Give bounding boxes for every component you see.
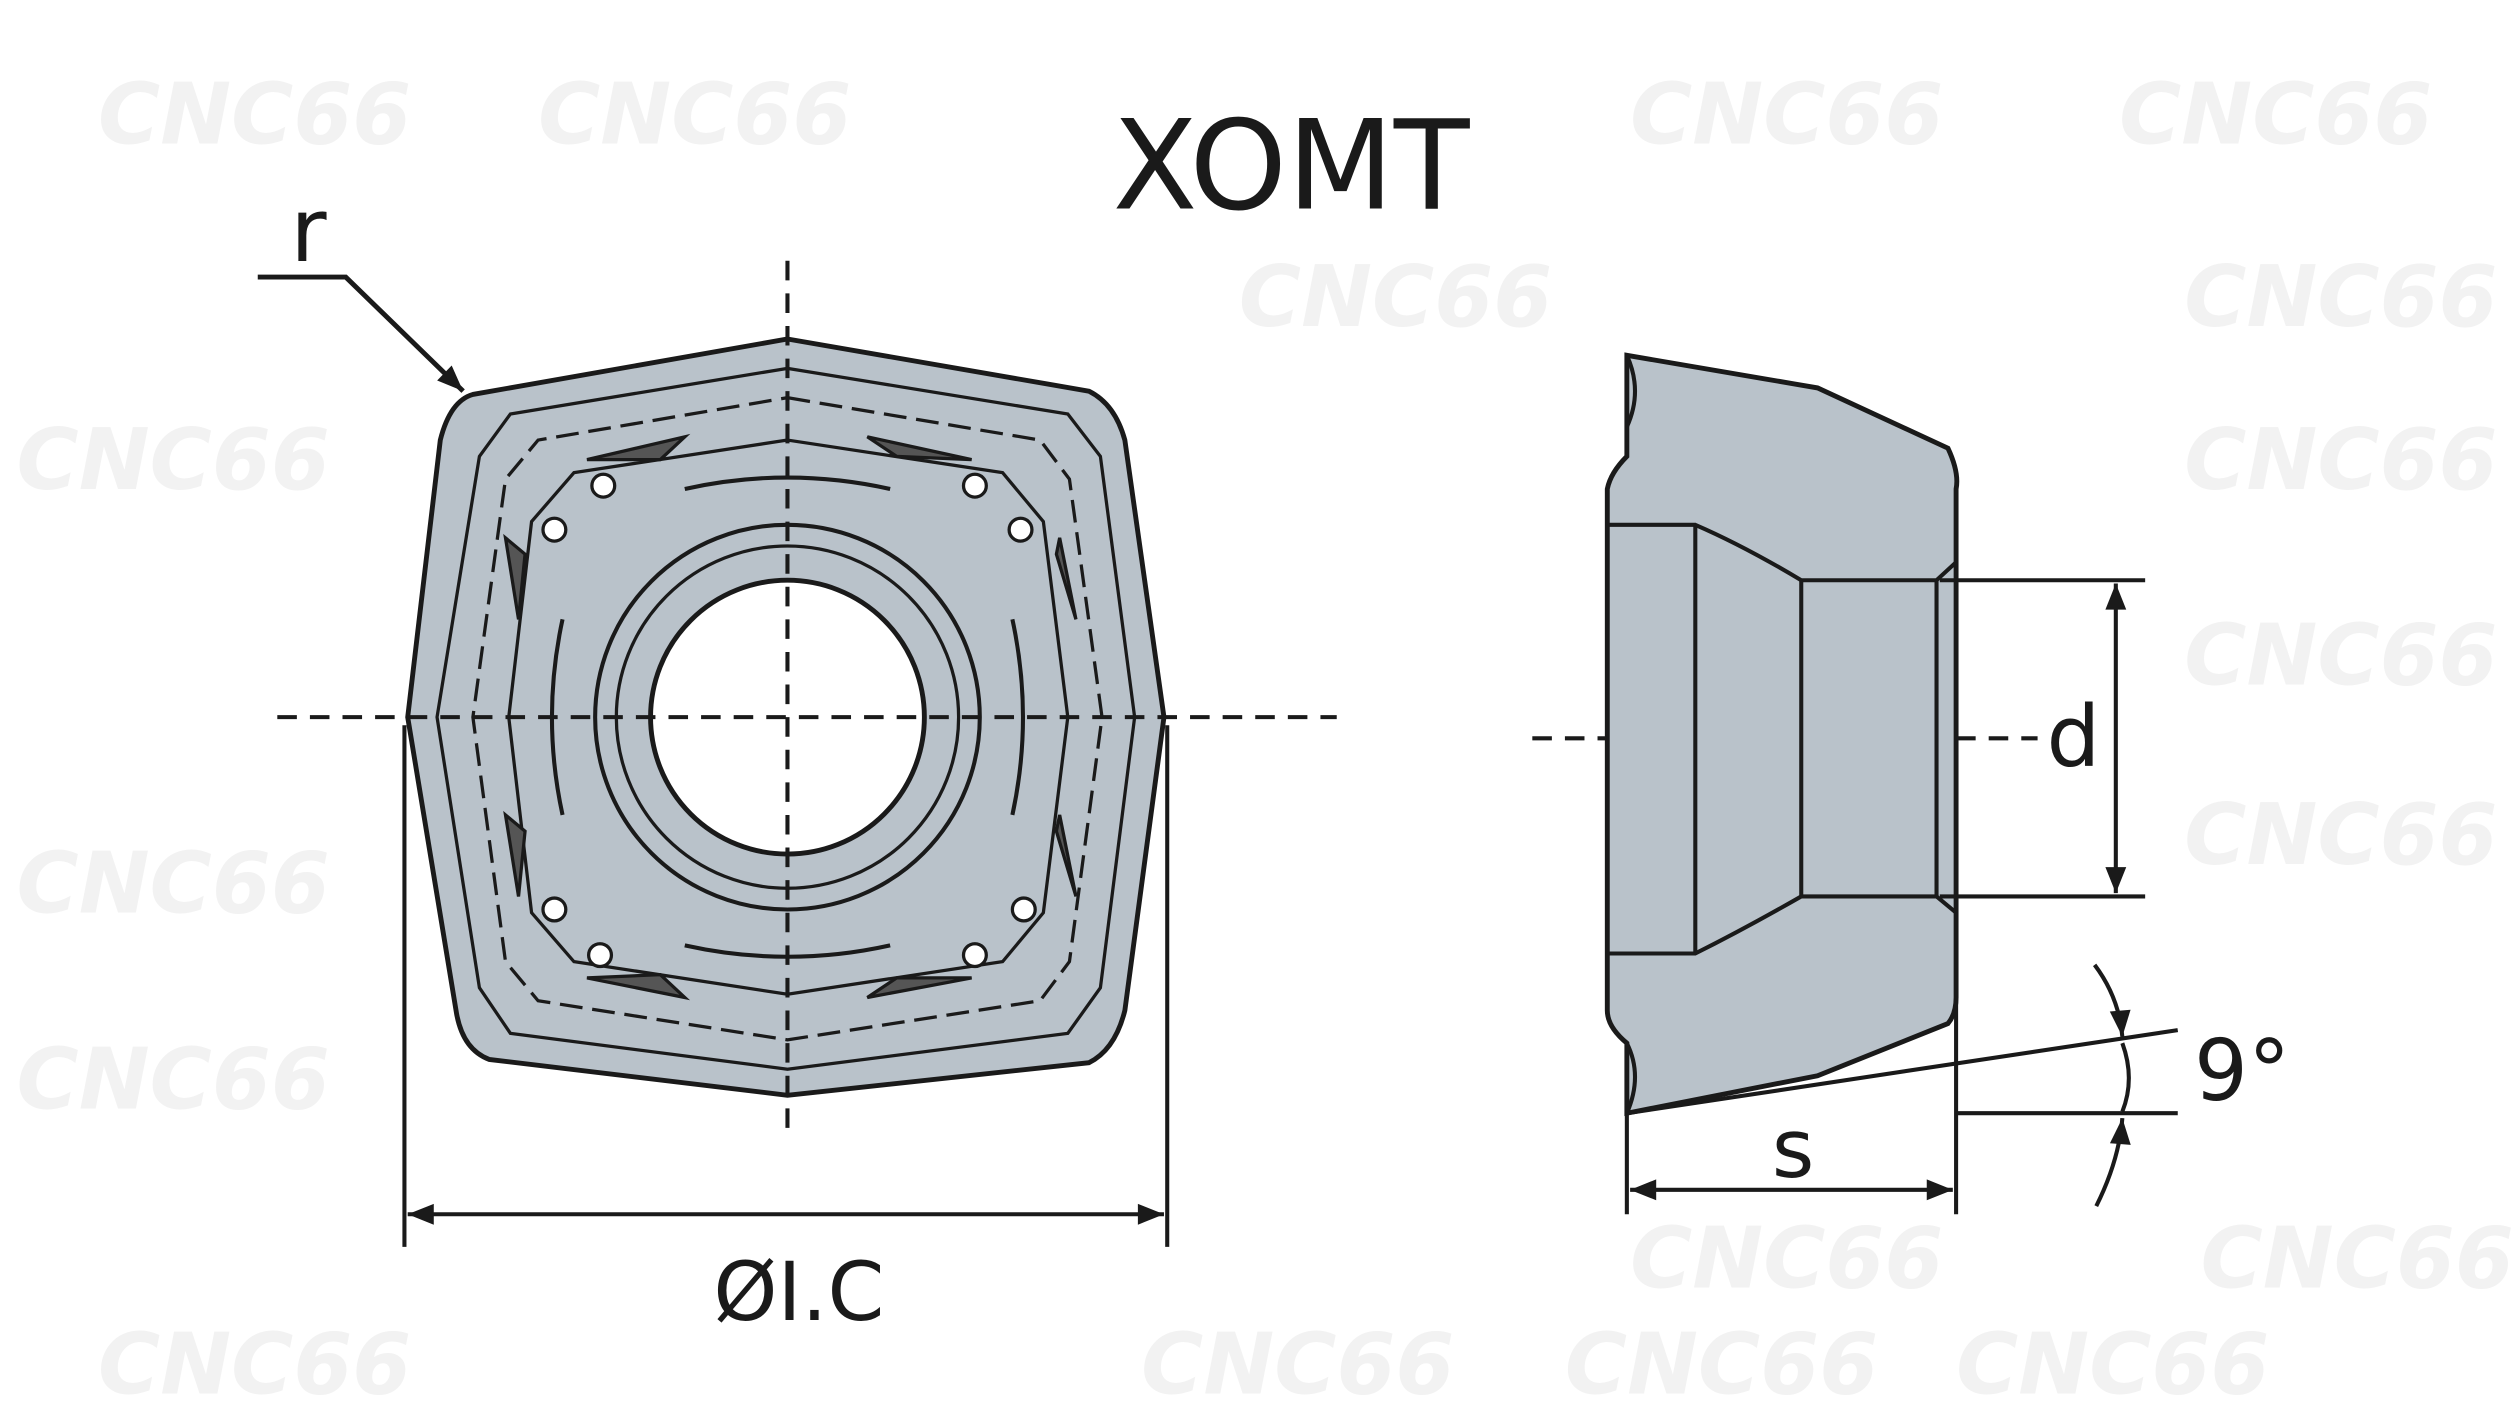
s-dimension bbox=[1624, 997, 1959, 1215]
svg-text:CNC66: CNC66 bbox=[1141, 1315, 1454, 1414]
d-dimension bbox=[1939, 578, 2146, 899]
svg-text:CNC66: CNC66 bbox=[98, 64, 411, 163]
svg-text:CNC66: CNC66 bbox=[17, 410, 330, 509]
watermark-layer: CNC66 CNC66 CNC66 CNC66 CNC66 CNC66 CNC6… bbox=[17, 64, 2514, 1413]
svg-text:CNC66: CNC66 bbox=[2119, 64, 2432, 163]
svg-text:CNC66: CNC66 bbox=[1239, 247, 1552, 346]
ic-label: ØI.C bbox=[713, 1245, 884, 1340]
svg-text:CNC66: CNC66 bbox=[1630, 1209, 1943, 1308]
svg-text:CNC66: CNC66 bbox=[98, 1315, 411, 1414]
corner-radius-label: r bbox=[290, 179, 327, 282]
d-label: d bbox=[2047, 687, 2101, 786]
svg-text:CNC66: CNC66 bbox=[1956, 1315, 2269, 1414]
svg-text:CNC66: CNC66 bbox=[2184, 785, 2497, 884]
svg-text:CNC66: CNC66 bbox=[2184, 410, 2497, 509]
svg-text:CNC66: CNC66 bbox=[538, 64, 851, 163]
angle-label: 9° bbox=[2194, 1021, 2290, 1120]
svg-text:CNC66: CNC66 bbox=[17, 834, 330, 933]
corner-radius-leader bbox=[257, 274, 465, 393]
angle-dimension bbox=[1626, 963, 2179, 1208]
s-label: s bbox=[1772, 1102, 1814, 1197]
svg-text:CNC66: CNC66 bbox=[2184, 247, 2497, 346]
ic-dimension bbox=[402, 725, 1170, 1247]
svg-text:CNC66: CNC66 bbox=[2184, 606, 2497, 705]
svg-text:CNC66: CNC66 bbox=[1565, 1315, 1878, 1414]
insert-side-view bbox=[1604, 352, 1960, 1117]
svg-text:CNC66: CNC66 bbox=[17, 1029, 330, 1128]
svg-text:CNC66: CNC66 bbox=[2201, 1209, 2514, 1308]
diagram-title: XOMT bbox=[1113, 95, 1471, 239]
svg-text:CNC66: CNC66 bbox=[1630, 64, 1943, 163]
